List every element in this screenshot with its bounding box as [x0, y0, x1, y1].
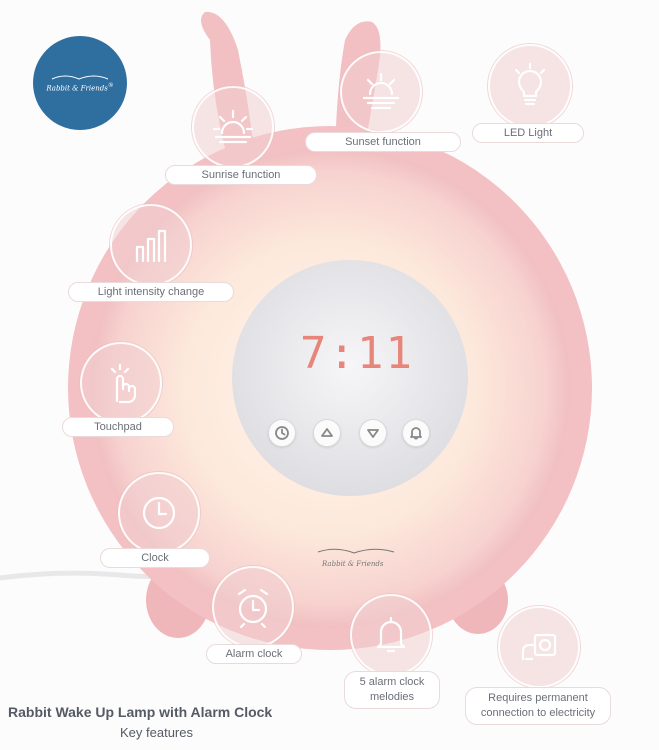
clock-icon	[142, 496, 176, 530]
led-badge	[488, 44, 572, 128]
touchpad-label: Touchpad	[62, 417, 174, 437]
sunset-icon	[362, 72, 400, 110]
clock-display: 7:11	[300, 328, 414, 379]
sunset-badge	[340, 51, 422, 133]
clock-label: Clock	[100, 548, 210, 568]
electricity-badge	[498, 606, 580, 688]
sun-icon	[212, 109, 254, 144]
sunset-label: Sunset function	[305, 132, 461, 152]
touchpad-badge	[80, 342, 162, 424]
down-button[interactable]	[359, 419, 387, 447]
brand-wings	[317, 548, 395, 554]
led-label: LED Light	[472, 123, 584, 143]
bulb-icon	[514, 62, 546, 106]
up-button[interactable]	[313, 419, 341, 447]
caption-title: Rabbit Wake Up Lamp with Alarm Clock	[8, 704, 273, 720]
electricity-label: Requires permanent connection to electri…	[465, 687, 611, 725]
intensity-label: Light intensity change	[68, 282, 234, 302]
clock-badge	[118, 472, 200, 554]
wings-icon	[51, 75, 109, 80]
clock-button[interactable]	[268, 419, 296, 447]
arrow-up-icon	[321, 428, 333, 437]
brand-logo: Rabbit & Friends®	[33, 36, 127, 130]
bell-icon	[376, 616, 406, 653]
sunrise-label: Sunrise function	[165, 165, 317, 185]
sunrise-badge	[192, 86, 274, 168]
plug-icon	[521, 633, 557, 661]
intensity-badge	[110, 204, 192, 286]
melodies-label: 5 alarm clock melodies	[344, 671, 440, 709]
alarm-badge	[212, 566, 294, 648]
melodies-badge	[350, 594, 432, 676]
logo-mark: ®	[107, 83, 114, 90]
alarm-clock-icon	[237, 588, 269, 628]
bell-icon	[410, 427, 422, 440]
hand-tap-icon	[110, 363, 137, 404]
logo-text: Rabbit & Friends	[46, 84, 108, 93]
bars-icon	[135, 229, 167, 263]
alarm-button[interactable]	[402, 419, 430, 447]
arrow-down-icon	[367, 429, 379, 438]
clock-icon	[275, 426, 289, 440]
alarm-label: Alarm clock	[206, 644, 302, 664]
device-brand: Rabbit & Friends	[322, 560, 384, 568]
caption-subtitle: Key features	[120, 725, 193, 740]
